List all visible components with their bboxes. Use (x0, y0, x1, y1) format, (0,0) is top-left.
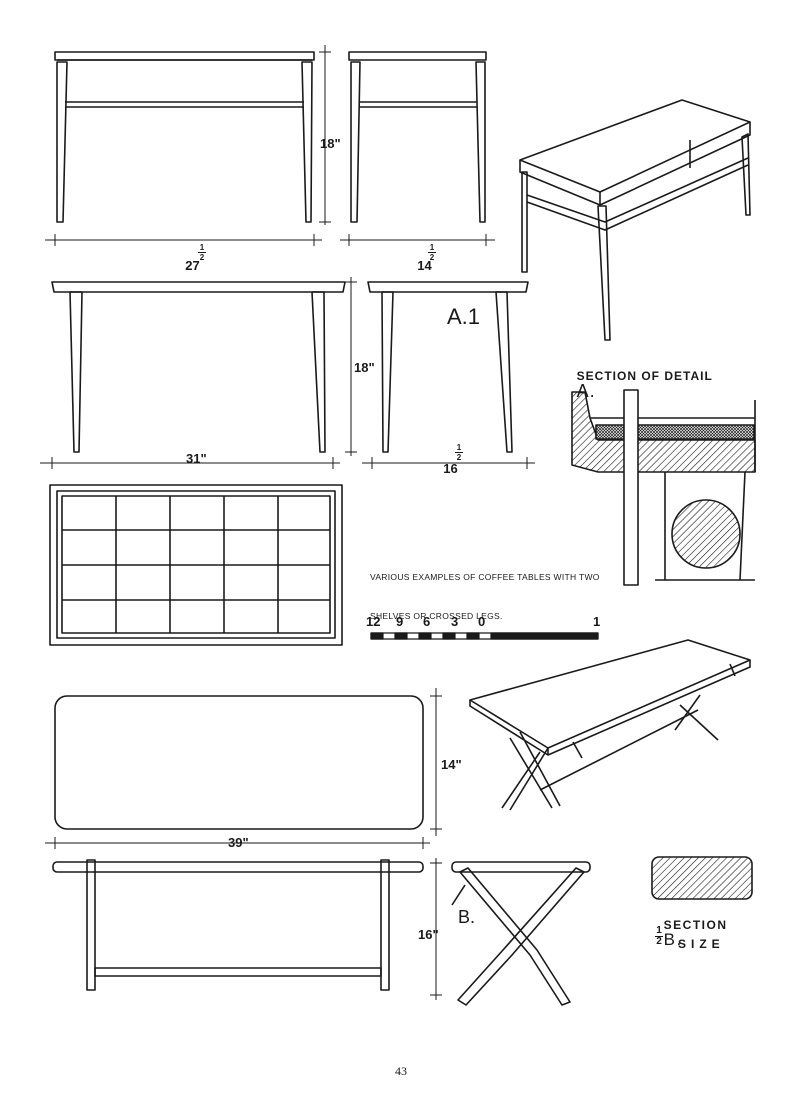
table1-width-fraction: 1 2 (428, 243, 436, 262)
section-b-drawing (651, 856, 753, 900)
table2-length-label: 31" (186, 451, 207, 466)
table2-width-label: 16 (436, 449, 458, 476)
table1-width-whole: 14 (417, 258, 432, 273)
table2-front-elevation (51, 281, 346, 453)
scale-tick-6: 6 (423, 614, 431, 629)
table3-dimension-lines (45, 688, 442, 1000)
scale-tick-1: 1 (593, 614, 601, 629)
section-b-size-label: SIZE (678, 937, 725, 951)
scale-tick-0: 0 (478, 614, 486, 629)
scale-tick-3: 3 (451, 614, 459, 629)
table1-side-elevation (348, 51, 487, 223)
table2-height-label: 18" (354, 360, 375, 375)
table1-width-label: 14 (410, 246, 432, 273)
section-a-title-text: SECTION OF DETAIL (576, 369, 713, 383)
table1-perspective-view (519, 99, 751, 341)
detail-a-marker: A.1 (447, 304, 481, 329)
table3-front-elevation (52, 859, 424, 991)
table2-width-whole: 16 (443, 461, 458, 476)
section-a-drawing (571, 389, 756, 586)
table1-length-fraction: 1 2 (198, 243, 206, 262)
table1-length-whole: 27 (185, 258, 200, 273)
table3-plan-view (54, 695, 424, 830)
note-line-2: SHELVES OR CROSSED LEGS. (370, 611, 503, 621)
table1-dimension-lines (45, 45, 495, 246)
detail-b-marker: B. (458, 907, 476, 927)
scale-bar (370, 632, 599, 640)
section-b-scale-fraction: 1 2 (655, 926, 663, 947)
section-a-title: SECTION OF DETAIL A. (568, 358, 713, 400)
fraction-denominator: 2 (429, 253, 435, 262)
table2-side-elevation (367, 281, 529, 453)
fraction-numerator: 1 (456, 443, 462, 452)
note-line-1: VARIOUS EXAMPLES OF COFFEE TABLES WITH T… (370, 572, 600, 582)
fraction-numerator: 1 (429, 243, 435, 252)
fraction-numerator: 1 (199, 243, 205, 252)
scale-tick-9: 9 (396, 614, 404, 629)
table2-width-fraction: 1 2 (455, 443, 463, 462)
section-a-letter: A. (576, 381, 596, 401)
fraction-denominator: 2 (656, 936, 662, 947)
table3-length-label: 39" (228, 835, 249, 850)
fraction-bar (455, 452, 463, 453)
section-b-letter: B. (663, 930, 683, 949)
table3-width-label: 14" (441, 757, 462, 772)
table3-perspective-view (469, 639, 751, 811)
fraction-bar (655, 936, 663, 937)
table3-height-label: 16" (418, 927, 439, 942)
fraction-denominator: 2 (199, 253, 205, 262)
table3-side-elevation (451, 861, 591, 1006)
fraction-bar (198, 252, 206, 253)
table2-dimension-lines (40, 277, 535, 469)
fraction-numerator: 1 (656, 925, 662, 936)
fraction-bar (428, 252, 436, 253)
tiled-tabletop-plan (49, 484, 343, 646)
table1-front-elevation (54, 51, 315, 223)
section-b-title-text: SECTION (663, 918, 728, 932)
fraction-denominator: 2 (456, 453, 462, 462)
scale-tick-12: 12 (366, 614, 381, 629)
page-number: 43 (395, 1064, 407, 1078)
description-note: VARIOUS EXAMPLES OF COFFEE TABLES WITH T… (370, 545, 600, 636)
table1-height-label: 18" (320, 136, 341, 151)
table1-length-label: 27 (178, 246, 200, 273)
section-b-title: SECTION B. (654, 907, 728, 948)
